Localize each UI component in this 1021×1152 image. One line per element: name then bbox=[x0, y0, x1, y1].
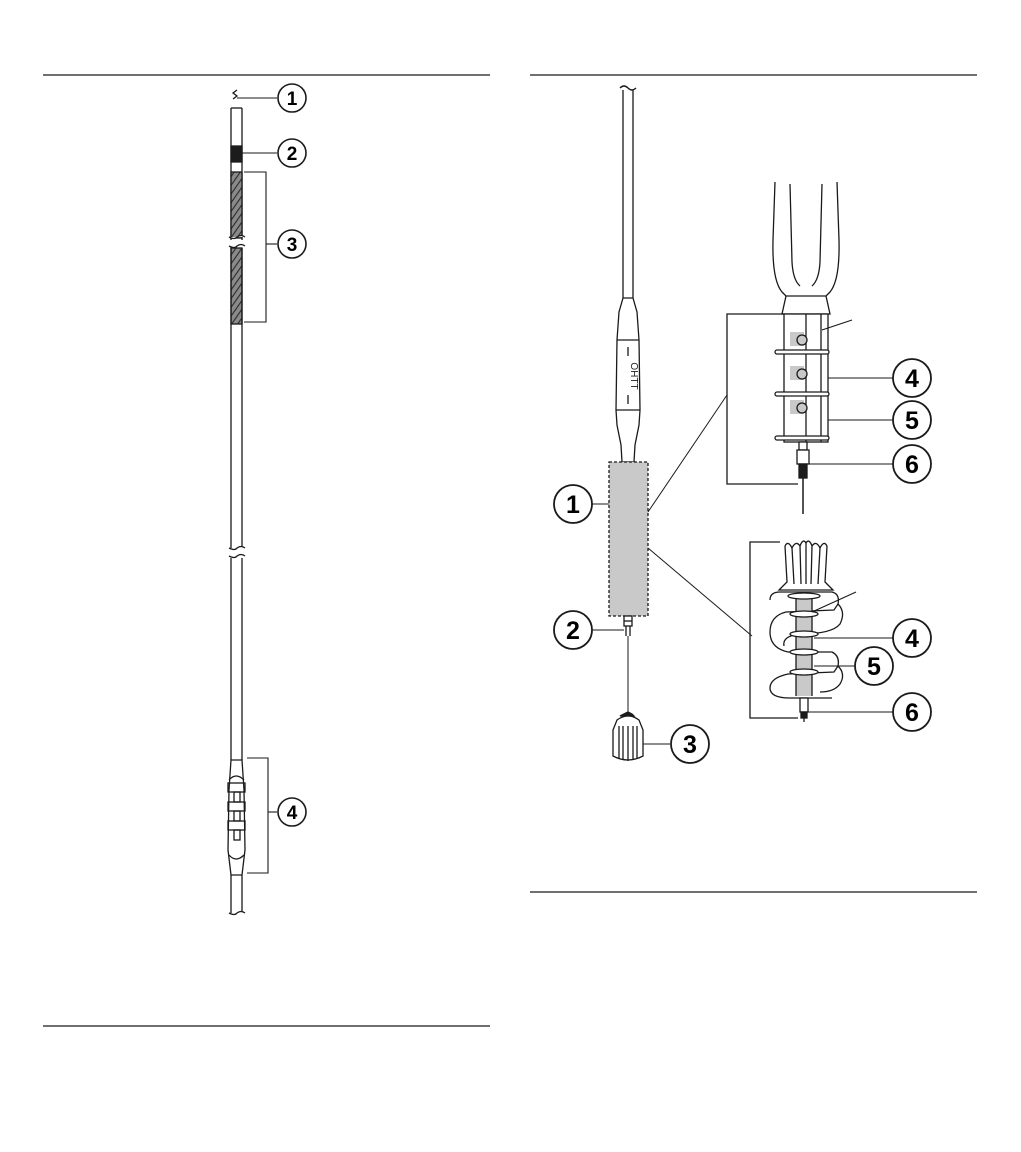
lower-callout-5: 5 bbox=[855, 647, 893, 685]
upper-callout-4: 4 bbox=[893, 359, 931, 397]
upper-callout-6: 6 bbox=[893, 445, 931, 483]
callout-number: 2 bbox=[287, 144, 298, 165]
callout-number: 4 bbox=[287, 803, 298, 824]
lower-callout-6: 6 bbox=[893, 693, 931, 731]
callout-number: 4 bbox=[905, 365, 919, 393]
connector-body bbox=[228, 760, 245, 875]
right-callout-2: 2 bbox=[554, 611, 592, 649]
device-label: OHTT bbox=[628, 362, 639, 389]
left-callout-2: 2 bbox=[278, 139, 306, 167]
callout-number: 5 bbox=[905, 407, 919, 435]
coil-section-lower bbox=[231, 248, 242, 324]
left-catheter bbox=[228, 90, 245, 915]
lower-detail bbox=[750, 541, 843, 722]
callout-number: 2 bbox=[566, 617, 580, 645]
callout-number: 6 bbox=[905, 699, 919, 727]
marker-band bbox=[231, 146, 242, 162]
detail-connectors bbox=[648, 395, 752, 636]
callout-number: 5 bbox=[867, 653, 881, 681]
upper-callout-5: 5 bbox=[893, 401, 931, 439]
right-callout-1: 1 bbox=[554, 485, 592, 523]
callout-number: 1 bbox=[566, 491, 580, 519]
callout-number: 4 bbox=[905, 625, 919, 653]
callout-number: 6 bbox=[905, 451, 919, 479]
callout-number: 3 bbox=[683, 731, 697, 759]
callout-number: 1 bbox=[287, 89, 298, 110]
left-callout-4: 4 bbox=[278, 798, 306, 826]
right-callout-3: 3 bbox=[671, 725, 709, 763]
left-callout-3: 3 bbox=[278, 230, 306, 258]
right-device bbox=[609, 86, 648, 761]
coil-section-upper bbox=[231, 172, 242, 238]
lower-callout-4: 4 bbox=[893, 619, 931, 657]
left-leaders bbox=[237, 98, 277, 873]
shaded-body bbox=[609, 462, 648, 616]
callout-number: 3 bbox=[287, 235, 298, 256]
left-callout-1: 1 bbox=[278, 84, 306, 112]
